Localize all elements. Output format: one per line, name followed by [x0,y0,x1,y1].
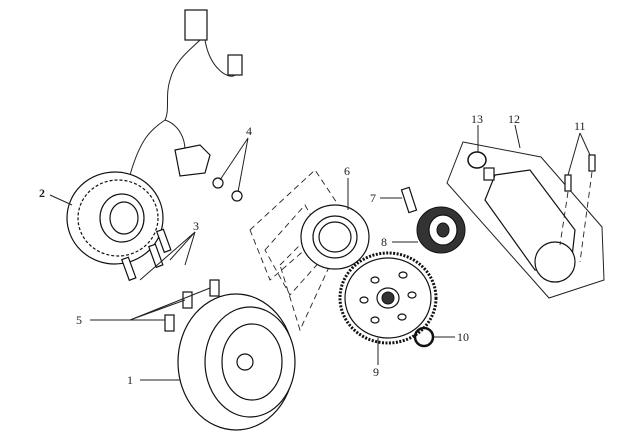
bolts [120,177,243,332]
callout-5: 5 [76,313,82,327]
callout-7: 7 [370,191,376,205]
idler-gear [416,206,466,254]
callout-2: 2 [39,186,45,200]
callout-11: 11 [574,119,586,133]
callout-6: 6 [344,164,350,178]
callout-4: 4 [246,124,252,138]
clutch-plate [300,204,370,270]
callout-13: 13 [471,112,483,126]
wiring-harness [129,9,243,177]
stator [66,171,164,265]
o-ring [413,326,435,348]
callout-8: 8 [381,235,387,249]
shaft-pin [400,186,418,214]
callout-labels: 2 3 4 5 1 6 7 8 9 10 11 12 13 [39,112,586,387]
callout-1: 1 [127,373,133,387]
callout-3: 3 [193,219,199,233]
starter-driven-gear [338,251,438,345]
leader-lines [49,124,591,381]
callout-9: 9 [373,365,379,379]
callout-10: 10 [457,330,469,344]
flywheel [177,293,296,431]
callout-12: 12 [508,112,520,126]
starter-motor [446,141,605,299]
